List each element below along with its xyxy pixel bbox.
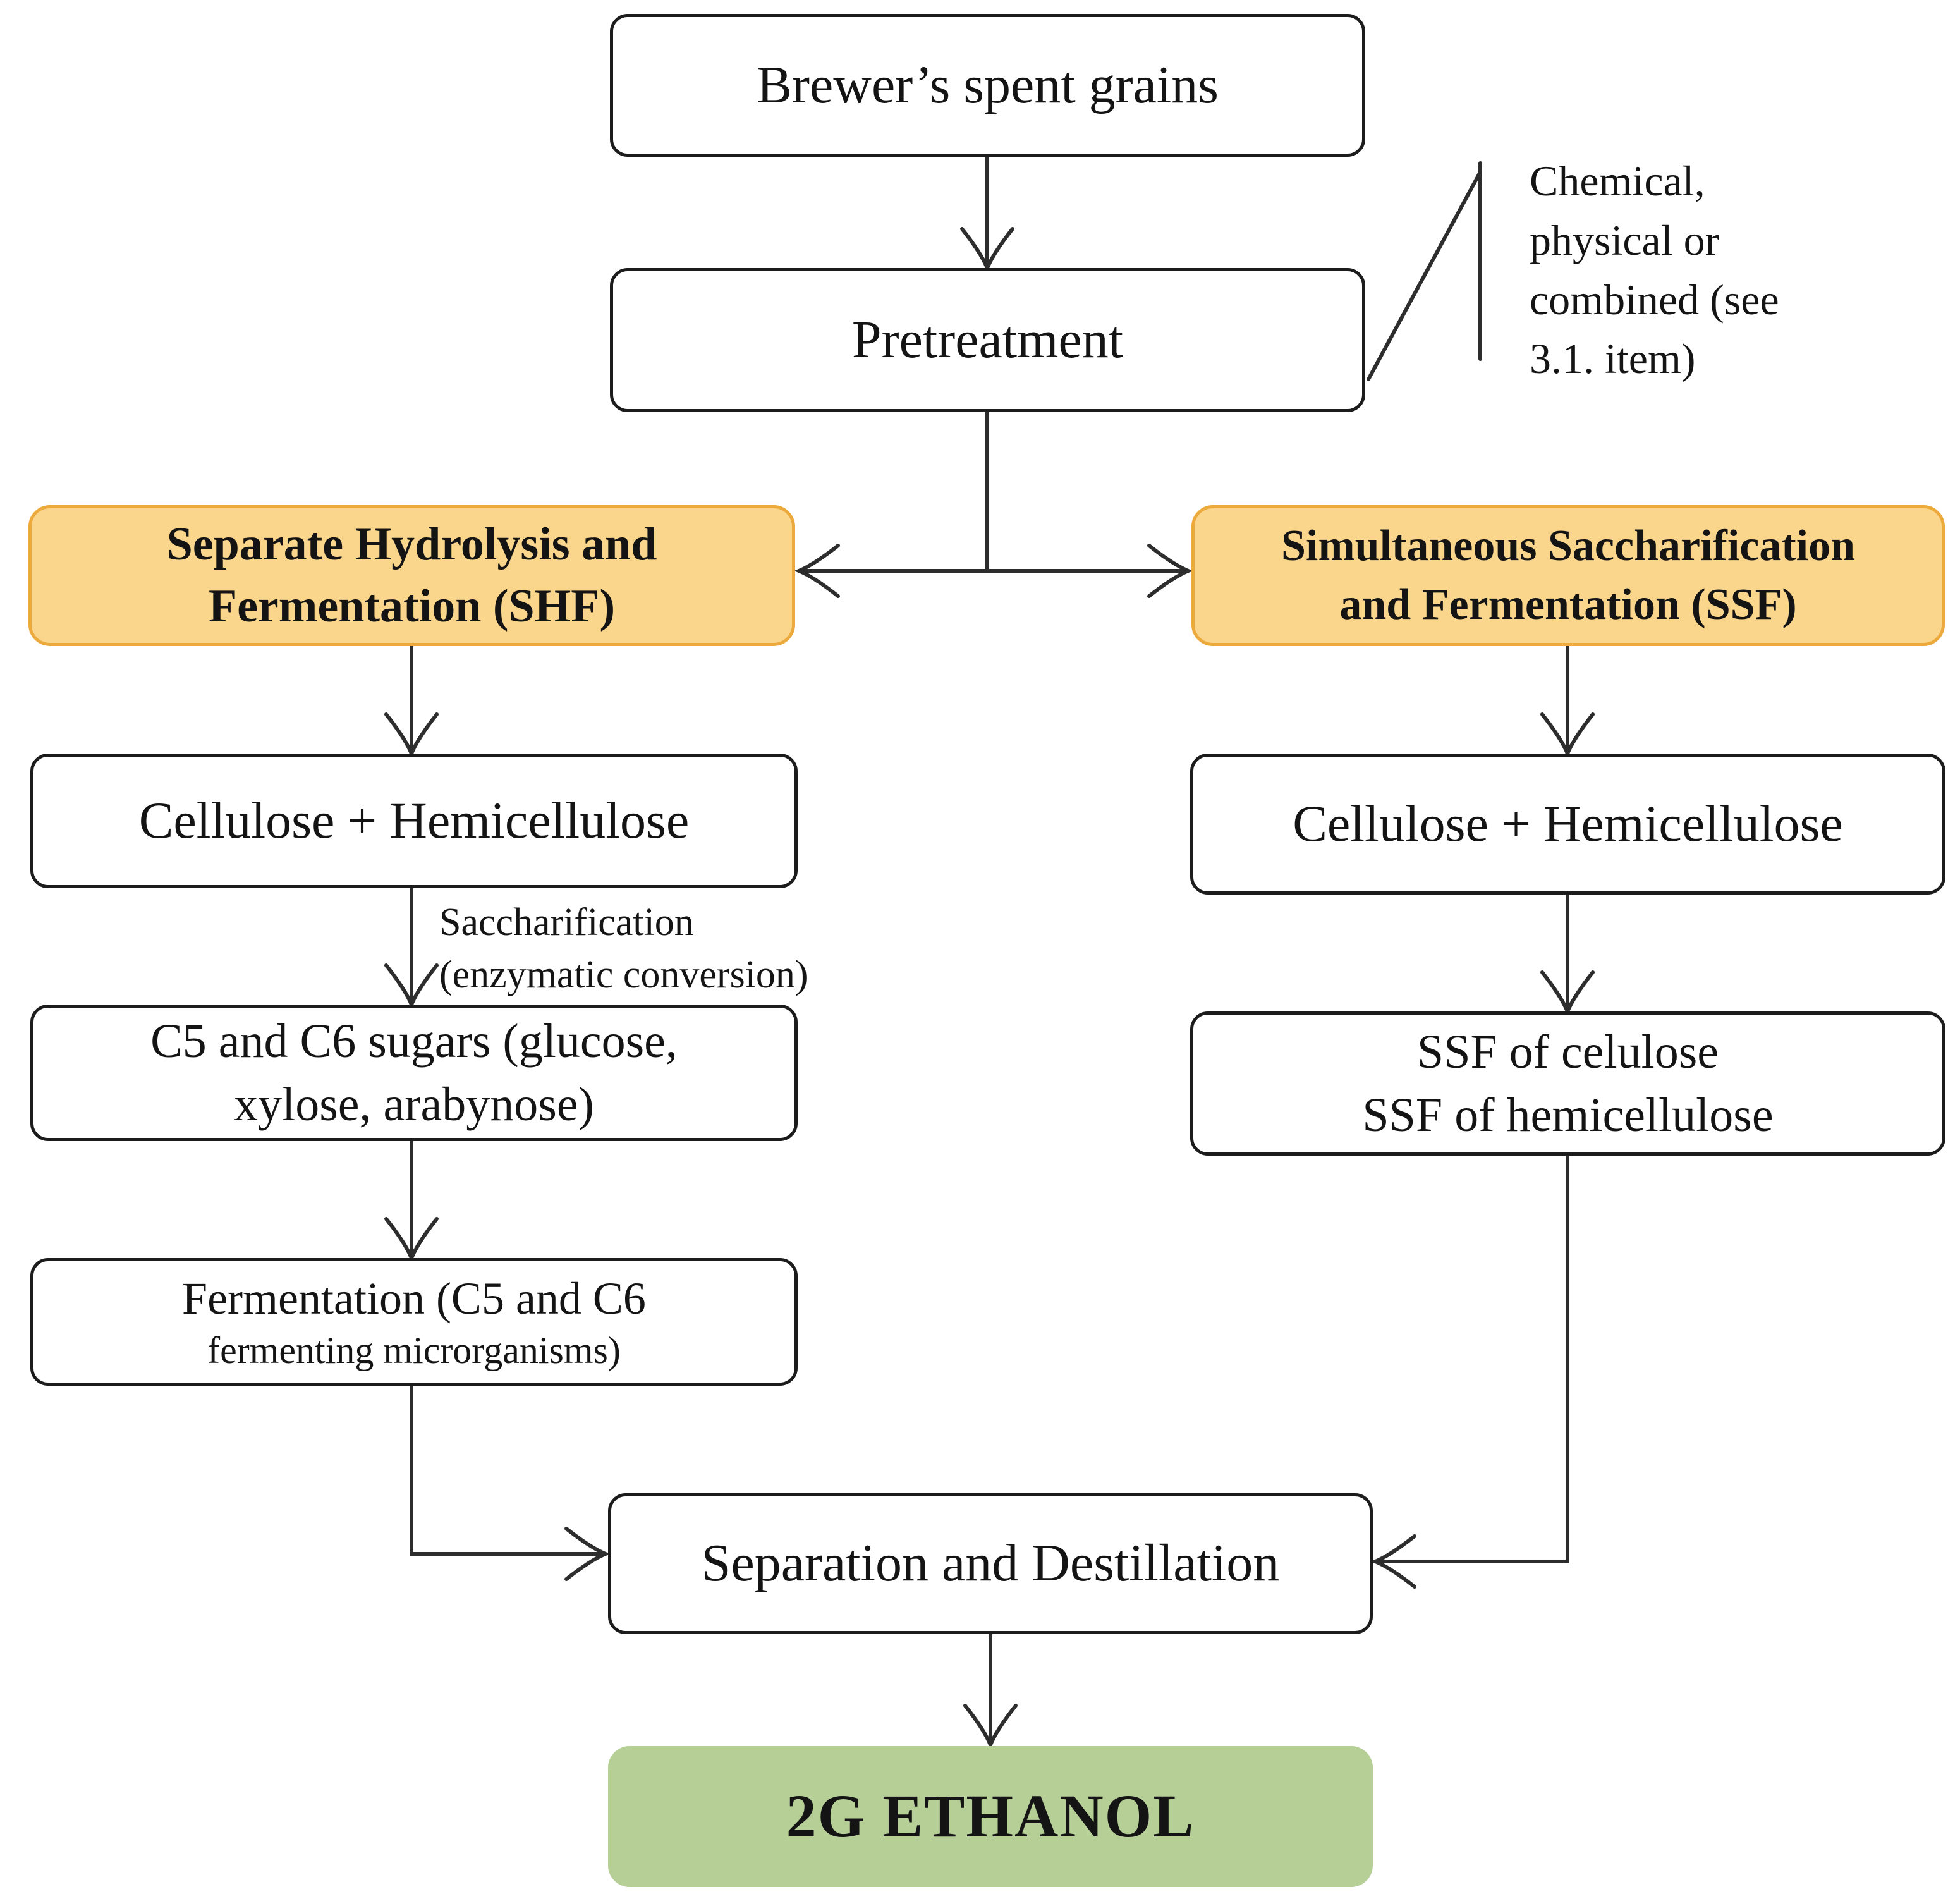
node-cellulose-left: Cellulose + Hemicellulose — [30, 754, 798, 888]
node-cellulose-right-label: Cellulose + Hemicellulose — [1293, 795, 1843, 853]
node-2g-ethanol-label: 2G ETHANOL — [786, 1782, 1195, 1850]
node-ssf-products: SSF of celulose SSF of hemicellulose — [1190, 1011, 1945, 1156]
node-pretreatment: Pretreatment — [610, 268, 1365, 412]
arrow-ssfproducts-to-separation-line — [1377, 1154, 1569, 1563]
node-cellulose-right: Cellulose + Hemicellulose — [1190, 754, 1945, 895]
callout-diagonal-line — [1367, 170, 1482, 381]
node-shf: Separate Hydrolysis and Fermentation (SH… — [28, 505, 795, 646]
arrow-fermentation-to-separation-line — [410, 1384, 602, 1556]
node-ssf-label: Simultaneous Saccharification and Fermen… — [1281, 522, 1856, 629]
arrow-split-left-head — [794, 544, 840, 598]
node-cellulose-left-label: Cellulose + Hemicellulose — [138, 791, 690, 850]
node-2g-ethanol: 2G ETHANOL — [608, 1746, 1373, 1887]
arrow-ssfproducts-to-separation-head — [1370, 1534, 1416, 1589]
pretreatment-method-note: Chemical, physical or combined (see 3.1.… — [1530, 157, 1779, 383]
node-brewers-spent-grains-label: Brewer’s spent grains — [757, 55, 1219, 114]
node-shf-label: Separate Hydrolysis and Fermentation (SH… — [166, 518, 657, 632]
arrow-separation-to-ethanol-head — [963, 1704, 1018, 1750]
arrow-split-right-head — [1147, 544, 1193, 598]
node-pretreatment-label: Pretreatment — [851, 310, 1124, 369]
node-separation-destillation-label: Separation and Destillation — [701, 1534, 1280, 1593]
node-separation-destillation: Separation and Destillation — [608, 1493, 1373, 1634]
node-c5-c6-sugars: C5 and C6 sugars (glucose, xylose, araby… — [30, 1005, 798, 1141]
node-ssf: Simultaneous Saccharification and Fermen… — [1191, 505, 1945, 646]
node-fermentation-label-line1: Fermentation (C5 and C6 — [182, 1273, 646, 1324]
arrow-fermentation-to-separation-head — [564, 1527, 611, 1581]
node-ssf-products-label: SSF of celulose SSF of hemicellulose — [1362, 1025, 1774, 1142]
saccharification-note: Saccharification (enzymatic conversion) — [439, 901, 808, 997]
node-fermentation: Fermentation (C5 and C6 fermenting micro… — [30, 1258, 798, 1386]
node-c5-c6-sugars-label: C5 and C6 sugars (glucose, xylose, araby… — [150, 1014, 678, 1131]
node-fermentation-label-line2: fermenting microrganisms) — [207, 1329, 621, 1371]
node-brewers-spent-grains: Brewer’s spent grains — [610, 14, 1365, 157]
